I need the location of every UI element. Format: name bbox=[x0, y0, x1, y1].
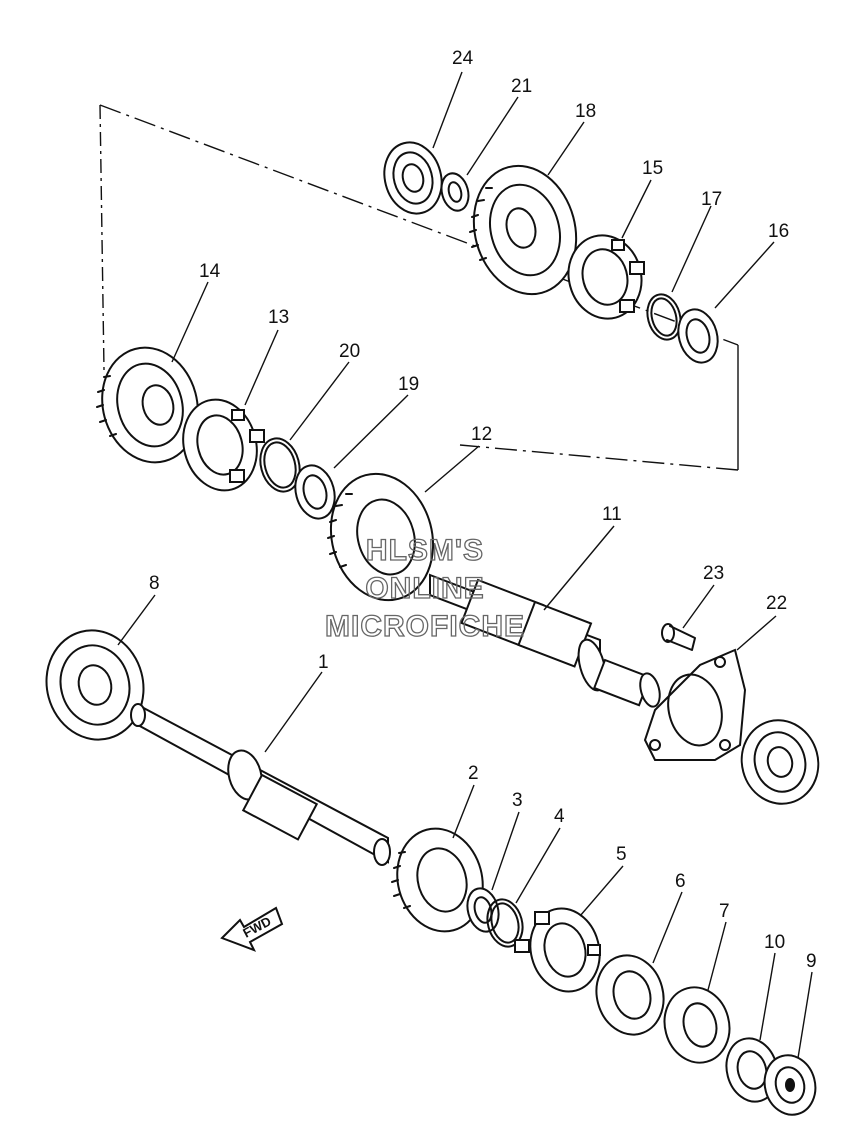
callout-23: 23 bbox=[703, 563, 724, 584]
part-17-circlip bbox=[646, 293, 682, 341]
callout-labels: 24 21 18 15 17 16 14 13 20 19 12 11 23 2… bbox=[149, 48, 817, 972]
part-4-circlip bbox=[486, 898, 524, 948]
part-1-shaft bbox=[130, 703, 391, 866]
part-20-circlip bbox=[259, 437, 301, 493]
callout-24: 24 bbox=[452, 48, 474, 69]
callout-8: 8 bbox=[149, 573, 160, 594]
callout-20: 20 bbox=[339, 341, 360, 362]
leader-lines bbox=[117, 71, 813, 1059]
part-8-bearing bbox=[45, 629, 145, 741]
callout-21: 21 bbox=[511, 76, 532, 97]
part-22-plate bbox=[643, 648, 747, 761]
watermark-line-1: HLSM'S bbox=[366, 534, 484, 567]
part-2-gear bbox=[391, 827, 484, 933]
part-5-gear bbox=[514, 907, 601, 993]
callout-12: 12 bbox=[471, 424, 492, 445]
callout-15: 15 bbox=[642, 158, 663, 179]
part-19-washer bbox=[294, 464, 336, 520]
callout-4: 4 bbox=[554, 806, 565, 827]
callout-10: 10 bbox=[764, 932, 785, 953]
watermark-line-2: ONLINE bbox=[365, 572, 484, 605]
callout-3: 3 bbox=[512, 790, 523, 811]
callout-17: 17 bbox=[701, 189, 722, 210]
part-13-gear bbox=[182, 398, 265, 492]
callout-18: 18 bbox=[575, 101, 596, 122]
callout-7: 7 bbox=[719, 901, 730, 922]
callout-9: 9 bbox=[806, 951, 817, 972]
part-14-gear bbox=[96, 346, 199, 464]
callout-22: 22 bbox=[766, 593, 787, 614]
part-bearing-right bbox=[740, 719, 820, 805]
part-23-bolt bbox=[661, 623, 696, 651]
callout-19: 19 bbox=[398, 374, 419, 395]
watermark: HLSM'S ONLINE MICROFICHE bbox=[324, 533, 525, 643]
callout-11: 11 bbox=[602, 504, 622, 525]
callout-16: 16 bbox=[768, 221, 789, 242]
part-24-bearing bbox=[383, 141, 443, 215]
part-7-gear bbox=[663, 986, 731, 1064]
part-11-shaft bbox=[429, 573, 661, 708]
callout-6: 6 bbox=[675, 871, 686, 892]
callout-14: 14 bbox=[199, 261, 221, 282]
part-16-washer bbox=[677, 308, 719, 364]
part-18-gear bbox=[469, 164, 578, 296]
part-12-gear bbox=[327, 472, 435, 602]
callout-2: 2 bbox=[468, 763, 479, 784]
part-6-gear bbox=[595, 954, 665, 1036]
part-9-bearing bbox=[763, 1054, 817, 1116]
callout-13: 13 bbox=[268, 307, 289, 328]
part-21-washer bbox=[440, 172, 470, 212]
watermark-line-3: MICROFICHE bbox=[325, 610, 525, 643]
callout-1: 1 bbox=[318, 652, 329, 673]
callout-5: 5 bbox=[616, 844, 627, 865]
part-15-gear bbox=[567, 234, 645, 320]
fwd-arrow: FWD bbox=[220, 906, 284, 952]
